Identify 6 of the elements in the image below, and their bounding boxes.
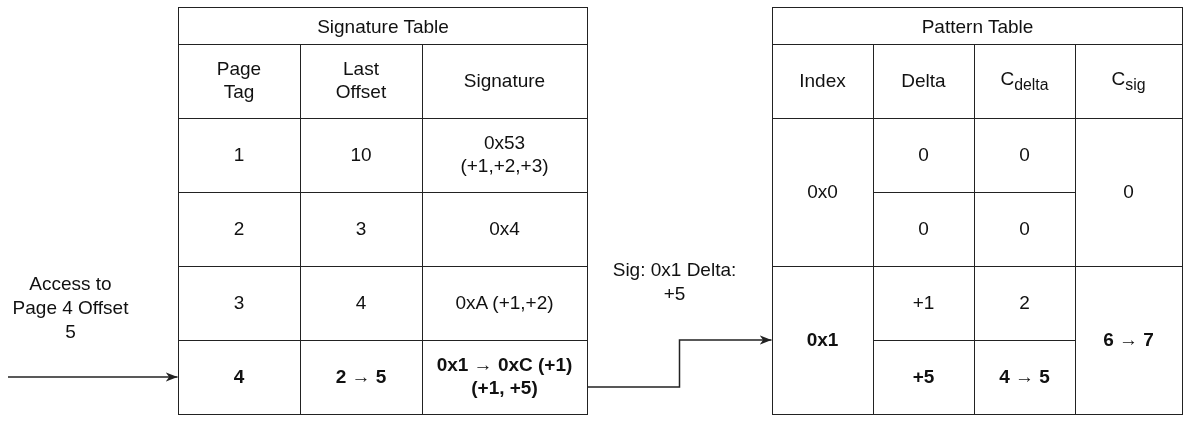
table-title: Pattern Table — [921, 15, 1034, 38]
table — [178, 7, 588, 415]
table — [772, 7, 1183, 415]
table-title: Signature Table — [317, 15, 449, 38]
arrow — [586, 335, 773, 388]
arrow — [7, 372, 179, 382]
